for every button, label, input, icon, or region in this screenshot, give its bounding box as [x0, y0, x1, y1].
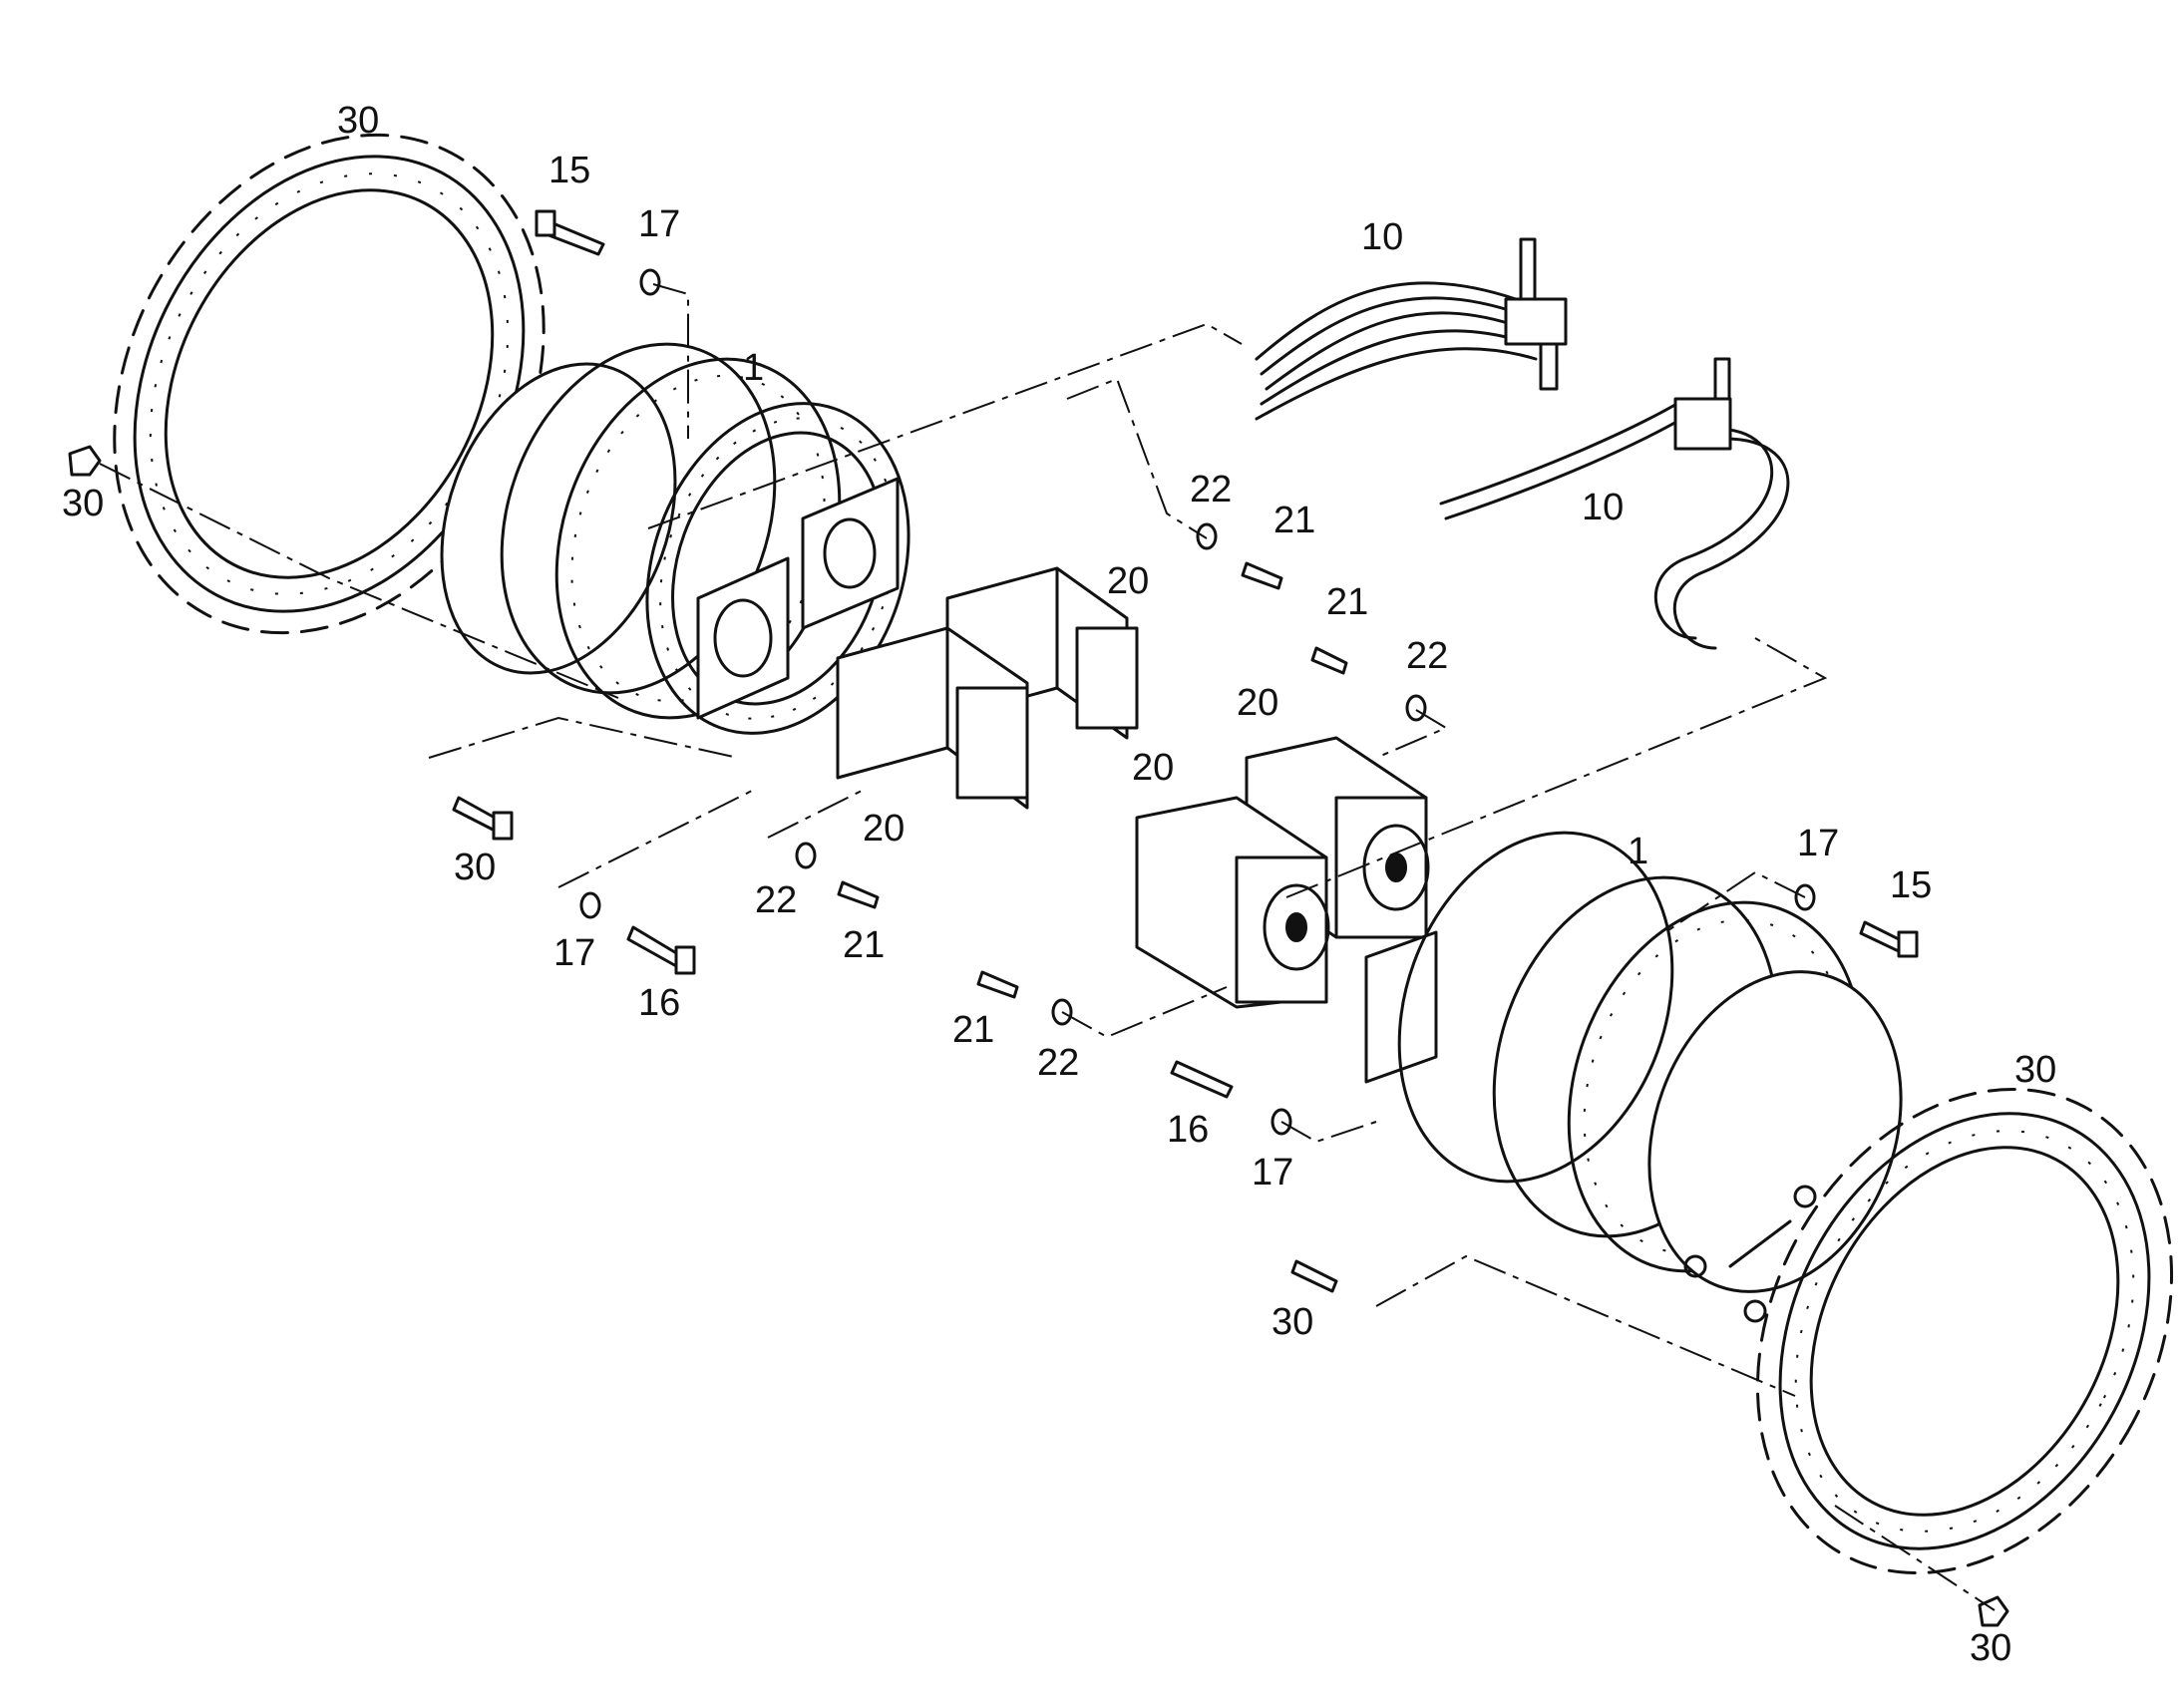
callout-15-bolt-right: 15 [1890, 864, 1932, 906]
callout-30-bolt-right: 30 [1272, 1301, 1313, 1343]
callout-21-upper: 21 [1273, 500, 1315, 541]
hose-assembly-lower [1439, 357, 1790, 650]
callouts: 30 15 17 1 30 30 17 16 10 10 22 21 20 21… [62, 100, 2056, 1669]
callout-30-sprocket-right: 30 [2014, 1049, 2056, 1091]
callout-22-lower-left: 22 [755, 879, 797, 921]
hose-assembly-upper [1255, 237, 1568, 421]
drive-housing-left [440, 342, 910, 735]
callout-16-bolt-left: 16 [638, 982, 680, 1024]
leader-lines [99, 283, 1996, 1611]
callout-30-nut-right: 30 [1970, 1627, 2011, 1669]
sprocket-right [1755, 1087, 2174, 1575]
callout-1-housing-left: 1 [743, 347, 764, 389]
callout-22-right: 22 [1406, 635, 1448, 677]
callout-20-upper: 20 [1107, 560, 1149, 602]
callout-21-lower-center: 21 [952, 1009, 994, 1051]
callout-30-sprocket-left: 30 [337, 100, 379, 142]
callout-10-hose-lower: 10 [1582, 487, 1624, 528]
callout-10-hose-upper: 10 [1361, 216, 1403, 258]
callout-22-upper: 22 [1190, 469, 1232, 511]
callout-20-lower-left: 20 [863, 808, 905, 850]
callout-20-center: 20 [1132, 747, 1174, 789]
drive-housing-right [1364, 831, 1903, 1323]
callout-17-washer-left: 17 [638, 203, 680, 245]
callout-1-housing-right: 1 [1628, 831, 1648, 872]
callout-15-bolt-left: 15 [548, 150, 590, 191]
callout-30-bolt-left: 30 [454, 847, 496, 888]
callout-16-bolt-right: 16 [1167, 1109, 1209, 1151]
motor-left-front [836, 626, 1029, 810]
callout-21-right: 21 [1326, 581, 1368, 623]
motor-right-front [1135, 796, 1330, 1009]
callout-17-washer-lower-right: 17 [1252, 1152, 1293, 1194]
callout-30-nut-left: 30 [62, 483, 104, 524]
callout-17-washer-lower-left: 17 [553, 932, 595, 974]
callout-20-middle: 20 [1237, 682, 1278, 724]
callout-22-lower-center: 22 [1037, 1042, 1079, 1084]
callout-21-lower-left: 21 [843, 924, 885, 966]
callout-17-washer-right: 17 [1797, 823, 1839, 864]
